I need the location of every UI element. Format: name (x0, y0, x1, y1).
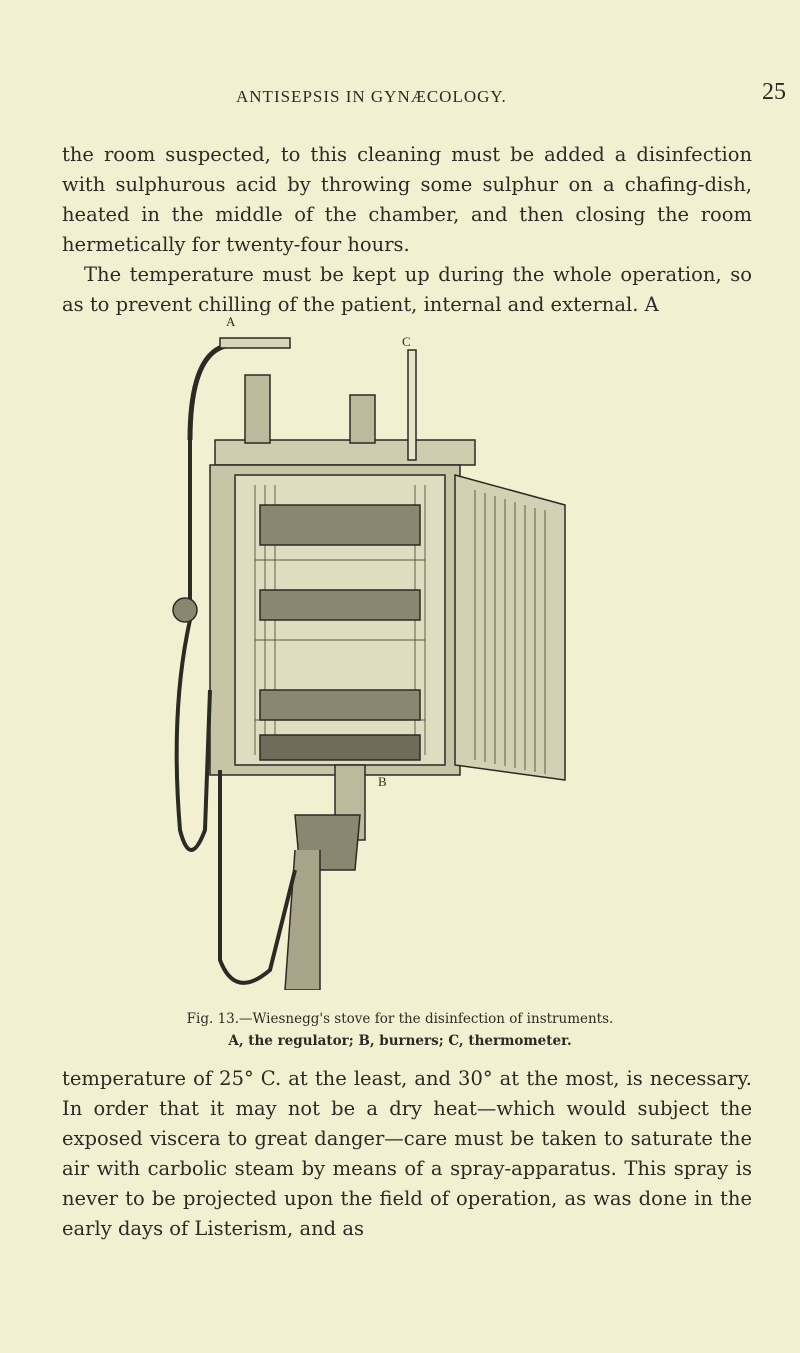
page-number: 25 (762, 79, 786, 105)
running-title: ANTISEPSIS IN GYNÆCOLOGY. (236, 87, 507, 106)
caption-line-1: Fig. 13.—Wiesnegg's stove for the disinf… (186, 1011, 614, 1027)
label-b: B (378, 774, 387, 789)
caption-line-2: A, the regulator; B, burners; C, thermom… (228, 1033, 572, 1049)
paragraph-1: the room suspected, to this cleaning mus… (62, 140, 752, 320)
figure-caption: Fig. 13.—Wiesnegg's stove for the disinf… (0, 1008, 800, 1052)
label-a: A (226, 314, 236, 329)
paragraph-1-text-a: the room suspected, to this cleaning mus… (62, 143, 752, 256)
paragraph-1-text-b: The temperature must be kept up during t… (62, 263, 752, 316)
paragraph-2: temperature of 25° C. at the least, and … (62, 1067, 752, 1240)
stove-illustration: A C B (172, 314, 566, 990)
label-c: C (402, 334, 411, 349)
